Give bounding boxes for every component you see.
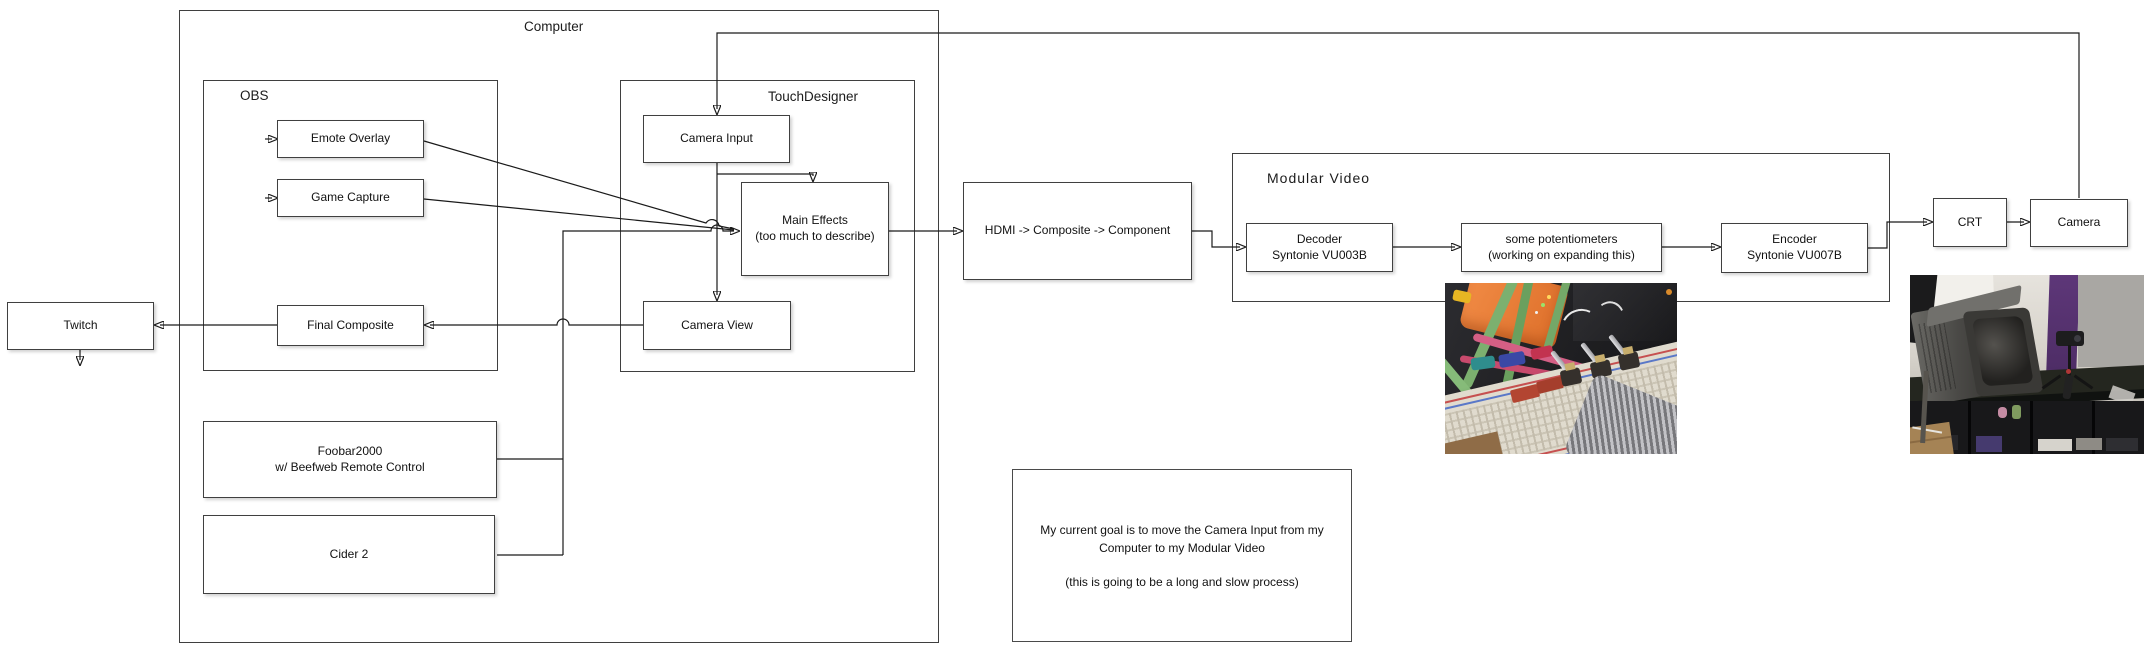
purple-stripe <box>2046 275 2080 372</box>
node-label: Foobar2000 <box>317 443 383 458</box>
white-console <box>2038 439 2072 451</box>
green-figurine <box>2012 405 2021 419</box>
node-decoder: Decoder Syntonie VU003B <box>1246 223 1393 272</box>
tripod-red-joint <box>2066 369 2071 374</box>
node-twitch: Twitch <box>7 302 154 350</box>
floor-plank-line <box>1910 435 1952 445</box>
shelf-divider <box>1968 401 1971 454</box>
breadboard-photo <box>1445 283 1677 454</box>
modular-video-group-label: Modular Video <box>1267 170 1371 186</box>
node-label: Camera View <box>681 317 753 332</box>
node-label: Decoder <box>1296 231 1343 246</box>
shelf-divider <box>2030 401 2033 454</box>
node-cider2: Cider 2 <box>203 515 495 594</box>
node-encoder: Encoder Syntonie VU007B <box>1721 223 1868 273</box>
node-potentiometers: some potentiometers (working on expandin… <box>1461 223 1662 272</box>
amber-dot <box>1666 289 1672 295</box>
node-label: Main Effects <box>782 213 848 228</box>
device-led-1 <box>1547 295 1551 299</box>
note-line: (this is going to be a long and slow pro… <box>1065 574 1299 589</box>
node-label: Encoder <box>1772 232 1817 247</box>
node-emote-overlay: Emote Overlay <box>277 120 424 158</box>
node-game-capture: Game Capture <box>277 179 424 217</box>
node-label: Emote Overlay <box>310 131 391 146</box>
purple-box <box>1976 436 2002 452</box>
computer-group-label: Computer <box>524 19 584 34</box>
node-sublabel: w/ Beefweb Remote Control <box>275 459 425 474</box>
crt-screen <box>1971 315 2034 387</box>
goal-note: My current goal is to move the Camera In… <box>1012 469 1352 642</box>
node-label: Final Composite <box>307 317 394 332</box>
desk-sheen <box>1572 283 1677 342</box>
device-led-2 <box>1541 303 1545 307</box>
node-final-composite: Final Composite <box>277 305 424 346</box>
node-label: Game Capture <box>311 190 390 205</box>
node-label: some potentiometers <box>1505 231 1618 246</box>
white-cable <box>1912 426 1943 434</box>
node-sublabel: Syntonie VU003B <box>1272 247 1367 262</box>
computer-group <box>179 10 939 643</box>
obs-group-label: OBS <box>240 88 269 103</box>
gray-cloth <box>2078 275 2144 367</box>
device-led-3 <box>1535 311 1538 314</box>
node-sublabel: Syntonie VU007B <box>1747 248 1842 262</box>
node-label: Camera <box>2057 215 2101 230</box>
node-camera: Camera <box>2030 199 2128 247</box>
shelf-divider <box>2092 401 2095 454</box>
node-sublabel: (working on expanding this) <box>1488 247 1635 262</box>
webcam-body <box>2056 331 2084 346</box>
gray-box <box>2076 438 2102 450</box>
node-label: Camera Input <box>680 131 753 146</box>
node-camera-input: Camera Input <box>643 115 790 163</box>
touchdesigner-group-label: TouchDesigner <box>768 89 859 104</box>
tripod-post <box>2068 345 2071 377</box>
wood-floor <box>1910 421 1955 454</box>
node-foobar2000: Foobar2000 w/ Beefweb Remote Control <box>203 421 497 498</box>
webcam-lens <box>2074 335 2081 342</box>
node-camera-view: Camera View <box>643 301 791 350</box>
node-sublabel: (too much to describe) <box>755 229 875 243</box>
note-line: My current goal is to move the Camera In… <box>1040 522 1324 537</box>
node-main-effects: Main Effects (too much to describe) <box>741 182 889 276</box>
dark-console <box>2106 438 2138 451</box>
node-crt: CRT <box>1933 198 2007 247</box>
node-label: Twitch <box>63 318 98 333</box>
node-label: HDMI -> Composite -> Component <box>984 223 1171 238</box>
node-hdmi-converter: HDMI -> Composite -> Component <box>963 182 1192 280</box>
node-label: Cider 2 <box>329 546 369 561</box>
note-line: Computer to my Modular Video <box>1099 540 1265 555</box>
pink-figurine <box>1998 407 2007 418</box>
node-label: CRT <box>1957 214 1983 229</box>
crt-photo <box>1910 275 2144 454</box>
